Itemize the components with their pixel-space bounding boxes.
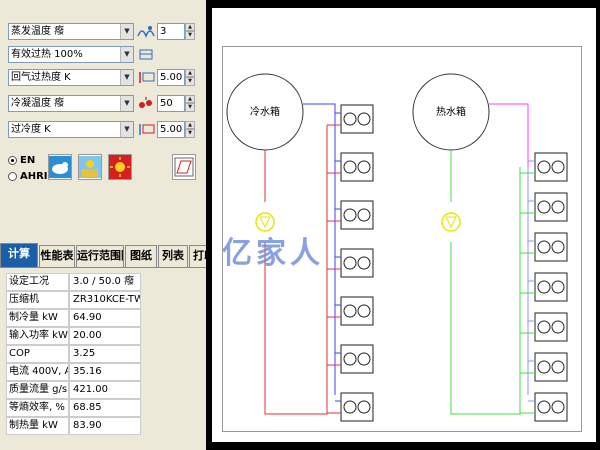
tab-print[interactable]: 打印: [189, 245, 206, 267]
chevron-down-icon: ▼: [120, 69, 133, 85]
heat-pump-unit: [534, 312, 568, 342]
heat-pump-unit: [534, 232, 568, 262]
snow-sun-icon: [79, 156, 101, 178]
return-gas-select[interactable]: 回气过热度 K▼: [8, 68, 134, 86]
evaporating-temp-select[interactable]: 蒸发温度 癈▼: [8, 22, 134, 40]
chevron-down-icon: ▼: [120, 95, 133, 111]
pump-arrow: [259, 216, 271, 229]
cooling-mode-button[interactable]: [48, 154, 72, 180]
hot-supply-line: [489, 103, 529, 167]
piping-diagram: 冷水箱 热水箱: [226, 73, 568, 422]
heat-pump-unit: [340, 104, 374, 134]
subcooling-select[interactable]: 过冷度 K▼: [8, 120, 134, 138]
heat-pump-unit: [534, 272, 568, 302]
chevron-down-icon: ▼: [120, 121, 133, 137]
param-row-evaporating-temp: 蒸发温度 癈▼ 3▲▼: [8, 21, 195, 41]
hot-return-line: [450, 167, 521, 415]
chevron-down-icon: ▼: [120, 23, 133, 39]
heat-pump-unit: [340, 392, 374, 422]
heat-pump-unit: [340, 152, 374, 182]
tab-drawing[interactable]: 图纸: [125, 245, 157, 267]
radio-checked-icon: [8, 156, 17, 165]
tab-calculation[interactable]: 计算: [0, 243, 38, 267]
pump-arrow: [445, 216, 457, 229]
chevron-down-icon: ▼: [120, 46, 133, 62]
heat-pump-unit: [340, 248, 374, 278]
subcooling-stepper[interactable]: 5.00▲▼: [157, 120, 195, 138]
heat-pump-unit: [340, 296, 374, 326]
cold-tank-label: 冷水箱: [250, 105, 280, 118]
return-gas-stepper[interactable]: 5.00▲▼: [157, 68, 195, 86]
cold-supply-line: [303, 103, 336, 395]
evaporator-icon: [137, 23, 155, 39]
param-row-condensing-temp: 冷凝温度 癈▼ 50▲▼: [8, 93, 195, 113]
condensing-icon: [137, 95, 155, 111]
system-diagram: 冷水箱 热水箱: [222, 46, 582, 432]
heat-pump-mode-button[interactable]: [78, 154, 102, 180]
param-row-return-gas: 回气过热度 K▼ 5.00▲▼: [8, 67, 195, 87]
heating-mode-button[interactable]: [108, 154, 132, 180]
input-panel: 蒸发温度 癈▼ 3▲▼ 有效过热 100%▼ 回气过热度 K▼ 5.00▲▼ 冷…: [0, 0, 206, 450]
heat-pump-unit: [340, 344, 374, 374]
heat-pump-unit: [534, 352, 568, 382]
superheat-icon: [137, 46, 155, 62]
standard-radio-ahri[interactable]: AHRI: [8, 171, 48, 182]
superheat-select[interactable]: 有效过热 100%▼: [8, 45, 134, 63]
watermark: 亿家人: [222, 236, 324, 271]
standard-radio-en[interactable]: EN: [8, 155, 35, 166]
param-row-subcooling: 过冷度 K▼ 5.00▲▼: [8, 119, 195, 139]
radio-unchecked-icon: [8, 172, 17, 181]
heat-pump-unit: [534, 192, 568, 222]
sun-icon: [109, 156, 131, 178]
return-gas-icon: [137, 69, 155, 85]
condensing-temp-select[interactable]: 冷凝温度 癈▼: [8, 94, 134, 112]
subcooling-icon: [137, 121, 155, 137]
diagram-view-button[interactable]: [172, 154, 196, 180]
condensing-temp-stepper[interactable]: 50▲▼: [157, 94, 195, 112]
evaporating-temp-stepper[interactable]: 3▲▼: [157, 22, 195, 40]
heat-pump-unit: [534, 392, 568, 422]
tab-list[interactable]: 列表: [158, 245, 188, 267]
hot-pump-icon: [441, 212, 461, 232]
diagram-panel: 冷水箱 热水箱: [212, 8, 596, 442]
hot-tank-label: 热水箱: [436, 105, 466, 118]
param-row-superheat: 有效过热 100%▼: [8, 44, 155, 64]
polar-bear-icon: [49, 156, 71, 178]
chart-icon: [174, 157, 194, 177]
heat-pump-unit: [534, 152, 568, 182]
tab-performance-table[interactable]: 性能表: [39, 245, 75, 267]
heat-pump-unit: [340, 200, 374, 230]
table-row: 等熵效率, %68.85: [6, 399, 142, 417]
